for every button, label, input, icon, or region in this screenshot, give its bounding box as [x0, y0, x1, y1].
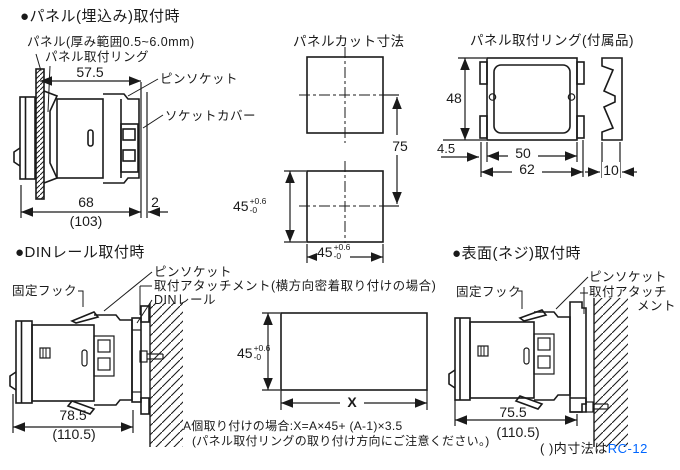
dim-value: 45: [317, 244, 333, 261]
dim-110-5-din: (110.5): [52, 426, 96, 442]
label-din-rail: DINレール: [154, 293, 217, 307]
label-panel: パネル(厚み範囲0.5~6.0mm): [27, 35, 195, 49]
footer-prefix: ( )内寸法は: [540, 441, 608, 456]
panel-mount-drawing: [13, 53, 168, 218]
dim-gang-height: 45+0.6-0: [237, 343, 271, 363]
dim-10: 10: [602, 162, 620, 179]
label-socket-cover: ソケットカバー: [165, 109, 257, 123]
dim-x: X: [340, 394, 364, 411]
dim-cutout-height: 45+0.6-0: [233, 196, 267, 216]
dim-75-5: 75.5: [499, 404, 527, 420]
label-pin-socket: ピンソケット: [160, 72, 239, 86]
dim-103: (103): [69, 213, 103, 229]
surface-mount-drawing: [448, 276, 628, 447]
tol-lower: -0: [253, 352, 262, 363]
dim-cutout-width: 45+0.6-0: [317, 242, 351, 262]
heading-surface-mount: ●表面(ネジ)取付時: [452, 245, 582, 262]
label-attachment-surface-line2: メント: [637, 299, 677, 313]
tol-lower: -0: [333, 251, 342, 262]
tol-upper: +0.6: [249, 196, 267, 206]
dim-62: 62: [512, 161, 542, 178]
label-pin-socket-surface: ピンソケット: [589, 270, 668, 284]
tol-upper: +0.6: [333, 242, 351, 252]
heading-panel-cutout: パネルカット寸法: [293, 34, 405, 49]
rc-12-link[interactable]: RC-12: [607, 441, 648, 456]
dim-2: 2: [151, 194, 159, 210]
din-rail-drawing: [9, 271, 183, 447]
heading-din-rail: ●DINレール取付時: [15, 244, 145, 261]
label-fixing-hook: 固定フック: [12, 284, 78, 298]
label-attachment-din: 取付アタッチメント(横方向密着取り付けの場合): [154, 279, 437, 293]
tol-lower: -0: [249, 205, 258, 216]
dim-68: 68: [78, 194, 94, 210]
gang-note-formula: A個取り付けの場合:X=A×45+ (A-1)×3.5: [183, 419, 403, 433]
label-attachment-surface-line1: 取付アタッチ: [589, 285, 668, 299]
heading-ring: パネル取付リング(付属品): [470, 33, 634, 48]
label-fixing-hook-surface: 固定フック: [456, 285, 522, 299]
panel-cutout-drawing: [284, 47, 402, 263]
dim-48: 48: [446, 90, 462, 106]
dim-75-pitch: 75: [392, 138, 408, 154]
dim-78-5: 78.5: [59, 407, 87, 423]
dim-50: 50: [508, 145, 538, 162]
dim-4-5: 4.5: [437, 141, 456, 156]
label-panel-ring: パネル取付リング: [45, 50, 150, 64]
label-pin-socket-din: ピンソケット: [154, 265, 233, 279]
dim-110-5-surface: (110.5): [496, 424, 540, 440]
tol-upper: +0.6: [253, 343, 271, 353]
heading-panel-mount: ●パネル(埋込み)取付時: [20, 8, 181, 25]
mounting-ring-drawing: [441, 57, 637, 178]
dim-value: 45: [233, 198, 249, 215]
gang-note-caution: (パネル取付リングの取り付け方向にご注意ください。): [192, 434, 490, 448]
dim-57-5: 57.5: [76, 64, 104, 80]
dim-value: 45: [237, 345, 253, 362]
footer-note: ( )内寸法はRC-12: [540, 441, 648, 456]
